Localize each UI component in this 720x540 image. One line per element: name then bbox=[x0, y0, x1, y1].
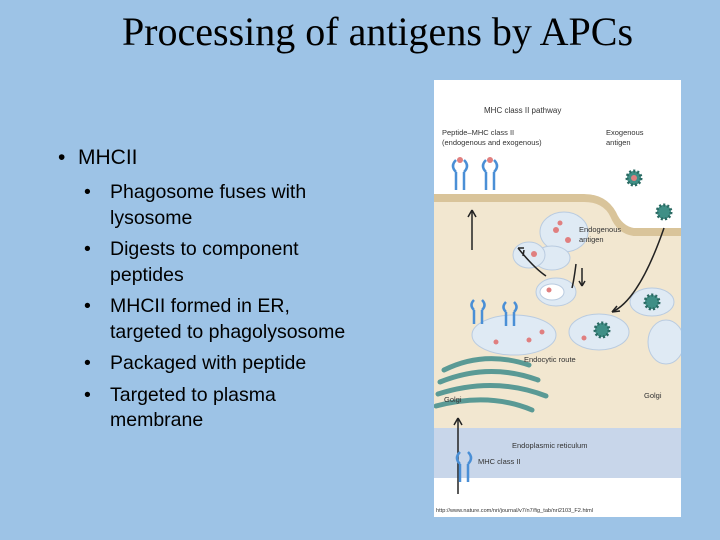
mhc-pathway-figure: MHC class II pathway Peptide–MHC class I… bbox=[434, 80, 681, 517]
label-exogenous-sub: antigen bbox=[606, 138, 631, 147]
virus-icon bbox=[593, 321, 611, 339]
label-endogenous: Endogenous bbox=[579, 225, 621, 234]
bullet-main-text: MHCII bbox=[78, 146, 138, 169]
bullet-dot: • bbox=[84, 295, 91, 317]
sub-bullet-list: • Phagosome fuses with lysosome • Digests … bbox=[58, 180, 358, 434]
lower-white-area bbox=[434, 478, 681, 517]
sub-bullet: • Digests to component peptides bbox=[84, 237, 358, 288]
label-exogenous: Exogenous bbox=[606, 128, 644, 137]
label-peptide-mhc: Peptide–MHC class II bbox=[442, 128, 514, 137]
golgi-stack bbox=[434, 356, 549, 413]
bullet-dot: • bbox=[84, 383, 91, 406]
source-url: http://www.nature.com/nri/journal/v7/n7/… bbox=[436, 508, 593, 514]
virus-icon bbox=[655, 203, 673, 221]
sub-bullet-text: Packaged with peptide bbox=[110, 352, 307, 374]
sub-bullet-text: MHCII formed in ER, targeted to phagolys… bbox=[110, 295, 346, 343]
bullet-main: • MHCII bbox=[58, 146, 358, 170]
plasma-membrane bbox=[434, 194, 681, 236]
phagosome bbox=[647, 319, 681, 365]
peptide-fragments bbox=[493, 220, 587, 345]
sub-bullet-text: Phagosome fuses with lysosome bbox=[110, 181, 307, 229]
label-mhc-class-ii: MHC class II bbox=[478, 457, 521, 466]
mhc-molecule-surface bbox=[451, 159, 518, 482]
bullet-list: • MHCII • Phagosome fuses with lysosome •… bbox=[58, 146, 358, 440]
bullet-dot: • bbox=[84, 352, 91, 374]
peptide-icon bbox=[487, 157, 493, 163]
sub-bullet: • MHCII formed in ER, targeted to phagoly… bbox=[84, 294, 358, 345]
sub-bullet: • Targeted to plasma membrane bbox=[84, 383, 358, 434]
sub-bullet: • Phagosome fuses with lysosome bbox=[84, 180, 358, 231]
pathway-diagram: MHC class II pathway Peptide–MHC class I… bbox=[434, 80, 681, 517]
label-endogenous-sub: antigen bbox=[579, 235, 604, 244]
endosome-vesicle bbox=[512, 241, 546, 269]
slide-title: Processing of antigens by APCs bbox=[121, 9, 634, 54]
endosome-vesicle bbox=[539, 283, 565, 301]
endoplasmic-reticulum bbox=[434, 428, 681, 478]
bullet-dot: • bbox=[58, 146, 66, 169]
label-peptide-mhc-sub: (endogenous and exogenous) bbox=[442, 138, 542, 147]
bullet-dot: • bbox=[84, 238, 91, 260]
sub-bullet: • Packaged with peptide bbox=[84, 351, 358, 377]
bullet-dot: • bbox=[84, 181, 91, 203]
sub-bullet-text: Digests to component peptides bbox=[110, 238, 299, 286]
virus-icon bbox=[625, 169, 643, 187]
label-endocytic-route: Endocytic route bbox=[524, 355, 576, 364]
peptide-icon bbox=[457, 157, 463, 163]
label-er: Endoplasmic reticulum bbox=[512, 441, 587, 450]
extracellular-space bbox=[434, 80, 681, 228]
virus-icon bbox=[643, 293, 661, 311]
label-golgi-left: Golgi bbox=[444, 395, 462, 404]
label-golgi-right: Golgi bbox=[644, 391, 662, 400]
figure-title: MHC class II pathway bbox=[484, 106, 561, 115]
sub-bullet-text: Targeted to plasma membrane bbox=[110, 383, 276, 432]
